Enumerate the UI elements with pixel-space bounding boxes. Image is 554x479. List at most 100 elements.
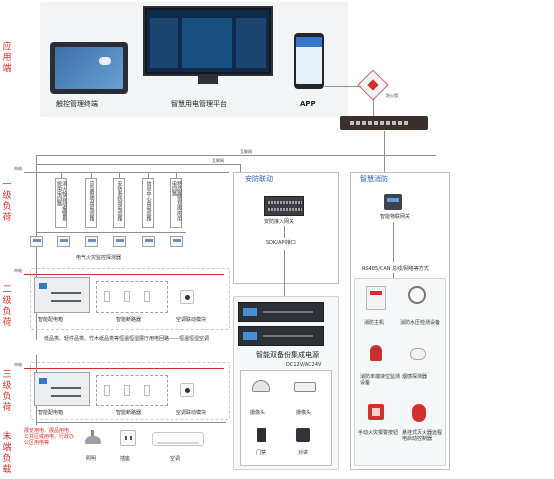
fire-gateway — [384, 194, 402, 210]
extinguisher-icon — [412, 404, 426, 422]
terminal-item-ac: 空调 — [170, 456, 181, 462]
fire-monitor-detector — [30, 236, 43, 247]
security-gateway — [264, 196, 304, 216]
smoke-detector-icon — [410, 348, 426, 360]
layer-label-application: 应用端 — [2, 42, 12, 74]
ac-linkage-module — [180, 290, 194, 304]
fire-title: 智慧消防 — [360, 175, 388, 183]
lan-label: 互联网 — [240, 149, 252, 154]
security-panel — [233, 172, 339, 284]
terminal-item-lighting: 照明 — [86, 456, 97, 462]
fire-item-host: 消防主机 — [364, 320, 385, 326]
dashboard-panel — [236, 18, 266, 68]
circuit-drop — [176, 172, 177, 178]
access-control-icon — [257, 428, 266, 442]
level2-meter-box-label: 智能配电箱 — [38, 317, 64, 323]
ac-linkage-module — [180, 383, 194, 397]
fire-host-icon — [366, 286, 386, 310]
level2-breaker-label: 智能断路器 — [116, 317, 142, 323]
firewall-icon — [357, 69, 389, 101]
fire-monitor-detector — [85, 236, 98, 247]
platform-label: 智慧用电管理平台 — [171, 100, 227, 108]
network-line — [36, 155, 436, 156]
connector-line — [373, 98, 374, 116]
smart-breaker — [104, 385, 110, 396]
weather-icon — [99, 57, 111, 65]
network-line — [384, 155, 385, 174]
level2-ac-module-label: 空调联动模块 — [176, 317, 207, 323]
security-item-camera-1: 摄像头 — [250, 410, 266, 416]
security-connector — [284, 226, 285, 238]
terminal-item-socket: 插座 — [120, 456, 131, 462]
network-line — [384, 131, 385, 156]
level3-breaker-label: 智能断路器 — [116, 410, 142, 416]
fire-monitor-detector — [113, 236, 126, 247]
app-label: APP — [300, 100, 316, 108]
network-switch — [340, 116, 428, 130]
fire-gateway-label: 智能物联网关 — [380, 214, 411, 220]
smart-breaker — [124, 385, 130, 396]
fire-connector — [393, 273, 394, 279]
level3-bus-label: 市电 — [14, 362, 22, 367]
fire-item-pressure: 消防水压检测设备 — [400, 320, 441, 326]
terminal-note: 展览用电、展品用电、公共区域用电、行政办公区用电等 — [24, 428, 75, 446]
level1-circuit: 应急照明用电回路 — [85, 178, 97, 228]
level3-panel — [30, 362, 230, 420]
pressure-gauge-icon — [408, 286, 426, 304]
fire-item-extinguisher: 悬挂式灭火器远程电启动控制器 — [402, 430, 443, 442]
dashboard-panel — [182, 18, 232, 68]
smart-breaker — [104, 291, 110, 302]
dashboard-screen — [147, 10, 269, 72]
security-connector — [284, 250, 285, 298]
level3-meter-box-label: 智能配电箱 — [38, 410, 64, 416]
security-item-intercom: 对讲 — [298, 450, 309, 456]
firewall-label: 防火墙 — [386, 93, 398, 98]
level1-monitor-label: 电气火灾监控探测器 — [76, 255, 122, 261]
level1-circuit: 消火栓自动报警系统用电回路 — [55, 178, 67, 228]
fire-item-manual: 手动火灾报警按钮 — [358, 430, 399, 436]
layer-label-level3: 三级负荷 — [2, 370, 12, 413]
socket-icon — [120, 430, 136, 446]
connector-line — [325, 86, 361, 87]
touch-terminal-label: 触控管理终端 — [56, 100, 98, 108]
level1-circuit: 特品展馆及库房用电回路 — [170, 178, 182, 228]
circuit-drop — [119, 172, 120, 178]
network-line — [36, 164, 240, 165]
layer-label-level1: 一级负荷 — [2, 180, 12, 223]
level-sensor-icon — [370, 345, 382, 361]
level1-circuit: 安防系统用电回路 — [113, 178, 125, 228]
fire-item-level: 消防末端液位监测设备 — [360, 374, 401, 386]
manual-alarm-icon — [368, 404, 384, 420]
circuit-drop — [91, 172, 92, 178]
security-gateway-label: 安防接入网关 — [264, 219, 295, 225]
app-banner — [296, 37, 322, 47]
layer-label-level2: 二级负荷 — [2, 285, 12, 328]
backup-power-unit — [238, 326, 324, 346]
security-voltage-label: DC12V/AC24V — [286, 362, 322, 368]
intercom-icon — [296, 428, 310, 442]
level2-smart-distribution-box — [34, 277, 90, 313]
security-item-access: 门禁 — [256, 450, 267, 456]
terminal-bus — [36, 422, 226, 423]
level3-ac-module-label: 空调联动模块 — [176, 410, 207, 416]
level3-smart-distribution-box — [34, 372, 90, 406]
smart-breaker — [144, 385, 150, 396]
light-icon — [84, 430, 102, 446]
level1-circuit: 信息中心用电回路 — [142, 178, 154, 228]
level2-bus-label: 市电 — [14, 268, 22, 273]
level2-bus — [24, 274, 224, 275]
air-conditioner-icon — [152, 432, 204, 446]
circuit-drop — [61, 172, 62, 178]
platform-monitor[interactable] — [143, 6, 273, 76]
smart-breaker — [144, 291, 150, 302]
security-device-label: 智能双备份集成电源 — [256, 351, 319, 359]
level1-bus — [36, 155, 37, 265]
level1-bus — [24, 172, 229, 173]
dashboard-panel — [150, 18, 178, 68]
layer-label-terminal: 末端负载 — [2, 432, 12, 475]
fire-monitor-detector — [57, 236, 70, 247]
fire-bus-label: RS485/CAN 总线/网络等方式 — [362, 266, 429, 272]
camera-bullet-icon — [294, 382, 316, 392]
app-phone[interactable] — [294, 33, 324, 89]
touch-terminal[interactable] — [50, 42, 128, 94]
